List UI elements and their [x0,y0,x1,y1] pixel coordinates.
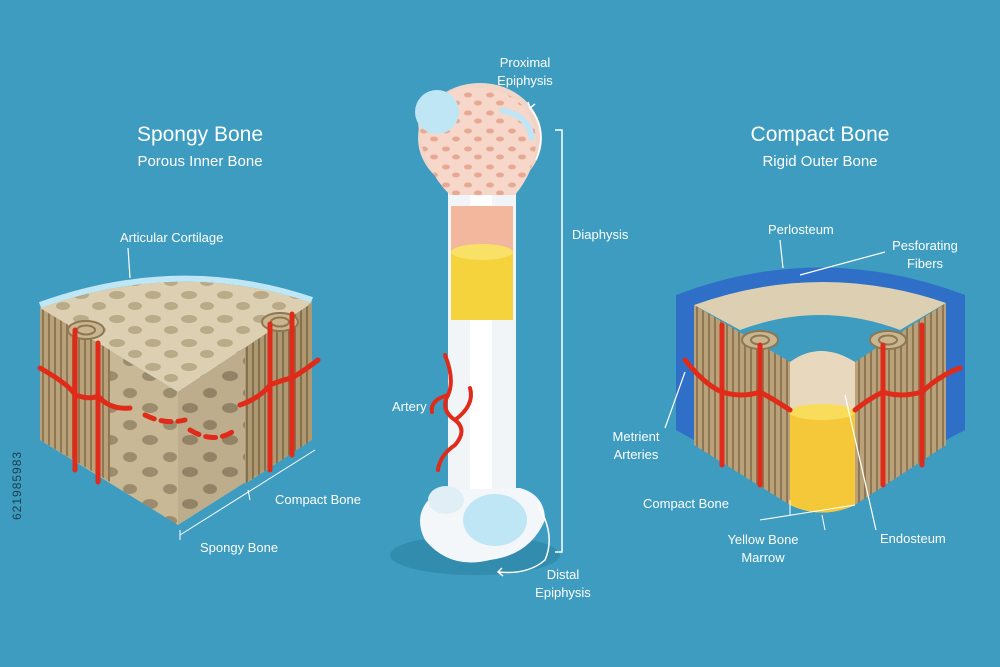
label-perforating-fibers-line1: Pesforating [892,238,958,253]
label-yellow-bone-marrow-line2: Marrow [741,550,785,565]
compact-bone-block [664,239,965,531]
label-endosteum: Endosteum [880,531,946,546]
compact-bone-title: Compact Bone [750,123,890,146]
spongy-bone-block [37,247,321,540]
label-distal-epiphysis-line1: Distal [546,567,580,582]
label-spongy-bone: Spongy Bone [200,540,279,555]
label-perforating-fibers-line2: Fibers [906,256,944,271]
label-metrient-arteries-line2: Arteries [613,447,659,462]
label-diaphysis: Diaphysis [572,227,629,242]
compact-bone-subtitle: Rigid Outer Bone [762,153,878,170]
label-proximal-epiphysis-line2: Epiphysis [497,73,553,88]
long-bone [390,83,563,577]
spongy-bone-subtitle: Porous Inner Bone [137,153,263,170]
label-yellow-bone-marrow-line1: Yellow Bone [727,532,799,547]
label-distal-epiphysis-line2: Epiphysis [535,585,591,600]
label-proximal-epiphysis-line1: Proximal [499,55,551,70]
label-artery: Artery [392,399,427,414]
label-compact-bone-left: Compact Bone [275,492,361,507]
label-compact-bone-right: Compact Bone [643,496,729,511]
label-articular-cartilage: Articular Cortilage [120,230,224,245]
label-metrient-arteries-line1: Metrient [612,429,660,444]
label-periosteum: Perlosteum [768,222,834,237]
spongy-bone-title: Spongy Bone [136,123,264,146]
stock-id: 621985983 [10,450,24,520]
